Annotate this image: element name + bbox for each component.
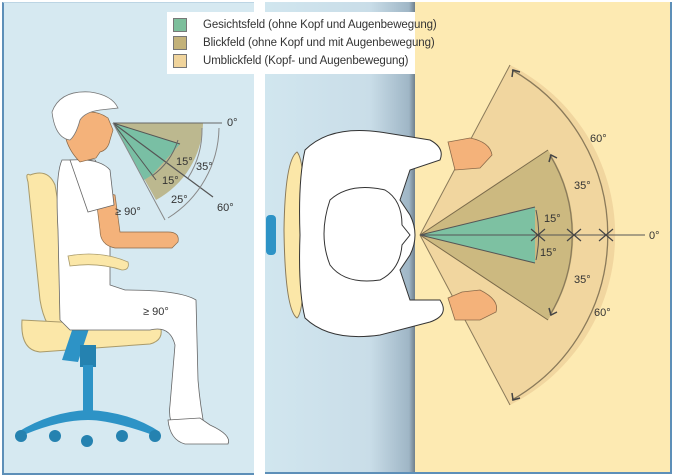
legend-item-umblickfeld: Umblickfeld (Kopf- und Augenbewegung) bbox=[167, 52, 408, 70]
panel-divider bbox=[254, 0, 265, 476]
side-gesichtsfeld-sector bbox=[113, 123, 180, 180]
side-line-lower bbox=[112, 122, 166, 221]
legend-label: Gesichtsfeld (ohne Kopf und Augenbewegun… bbox=[203, 19, 437, 31]
elbow-angle-label: ≥ 90° bbox=[115, 206, 141, 218]
top-line-blick-down bbox=[419, 234, 549, 321]
top-arrowheads bbox=[511, 69, 558, 401]
top-line-face-up bbox=[419, 206, 536, 236]
top-angle-blick-up: 35° bbox=[574, 180, 591, 192]
chair-base bbox=[18, 410, 160, 434]
top-person-head bbox=[323, 187, 411, 282]
top-hand-lower bbox=[447, 289, 498, 321]
top-angle-face-down: 15° bbox=[540, 247, 557, 259]
side-line-face-down bbox=[112, 122, 157, 181]
top-chair-handle bbox=[266, 215, 276, 255]
chair-armrest bbox=[67, 253, 129, 271]
top-line-blick-up bbox=[419, 149, 549, 236]
top-hand-upper bbox=[447, 137, 493, 171]
legend: Gesichtsfeld (ohne Kopf und Augenbewegun… bbox=[167, 12, 437, 74]
legend-label: Umblickfeld (Kopf- und Augenbewegung) bbox=[203, 55, 409, 67]
knee-angle-label: ≥ 90° bbox=[143, 306, 169, 318]
side-angle-umblick: 60° bbox=[217, 202, 234, 214]
top-line-face-down bbox=[419, 234, 536, 264]
side-line-face-up bbox=[112, 122, 181, 145]
chair-column bbox=[80, 345, 96, 367]
side-line-normal bbox=[112, 122, 214, 198]
top-angle-blick-down: 35° bbox=[574, 274, 591, 286]
side-arc-umblick bbox=[167, 127, 220, 219]
side-angle-blick: 35° bbox=[196, 161, 213, 173]
top-view-fields bbox=[419, 64, 645, 406]
top-angle-umblick-down: 60° bbox=[594, 307, 611, 319]
top-angle-umblick-up: 60° bbox=[590, 133, 607, 145]
top-arc-umblick bbox=[511, 69, 609, 401]
chair-post bbox=[83, 365, 93, 415]
chair-wheels bbox=[15, 430, 161, 447]
top-cross-markers bbox=[530, 228, 614, 242]
top-angle-face-up: 15° bbox=[544, 213, 561, 225]
legend-item-blickfeld: Blickfeld (ohne Kopf und mit Augenbewegu… bbox=[167, 34, 435, 52]
legend-item-gesichtsfeld: Gesichtsfeld (ohne Kopf und Augenbewegun… bbox=[167, 16, 437, 34]
person-shoe bbox=[167, 417, 229, 445]
person-arm bbox=[94, 189, 179, 249]
side-angle-face-up: 15° bbox=[176, 156, 193, 168]
legend-swatch-umblickfeld bbox=[173, 54, 187, 68]
legend-swatch-gesichtsfeld bbox=[173, 18, 187, 32]
person-hair bbox=[51, 91, 119, 141]
side-angle-zero: 0° bbox=[227, 117, 238, 129]
side-view-fields bbox=[112, 122, 222, 221]
top-angle-zero: 0° bbox=[649, 230, 660, 242]
side-arc-face bbox=[151, 139, 179, 177]
top-arc-blick bbox=[549, 154, 573, 316]
side-angle-face-down: 15° bbox=[162, 175, 179, 187]
legend-label: Blickfeld (ohne Kopf und mit Augenbewegu… bbox=[203, 37, 435, 49]
side-angle-blick-down: 25° bbox=[171, 194, 188, 206]
side-arc-blick bbox=[187, 127, 203, 179]
legend-swatch-blickfeld bbox=[173, 36, 187, 50]
